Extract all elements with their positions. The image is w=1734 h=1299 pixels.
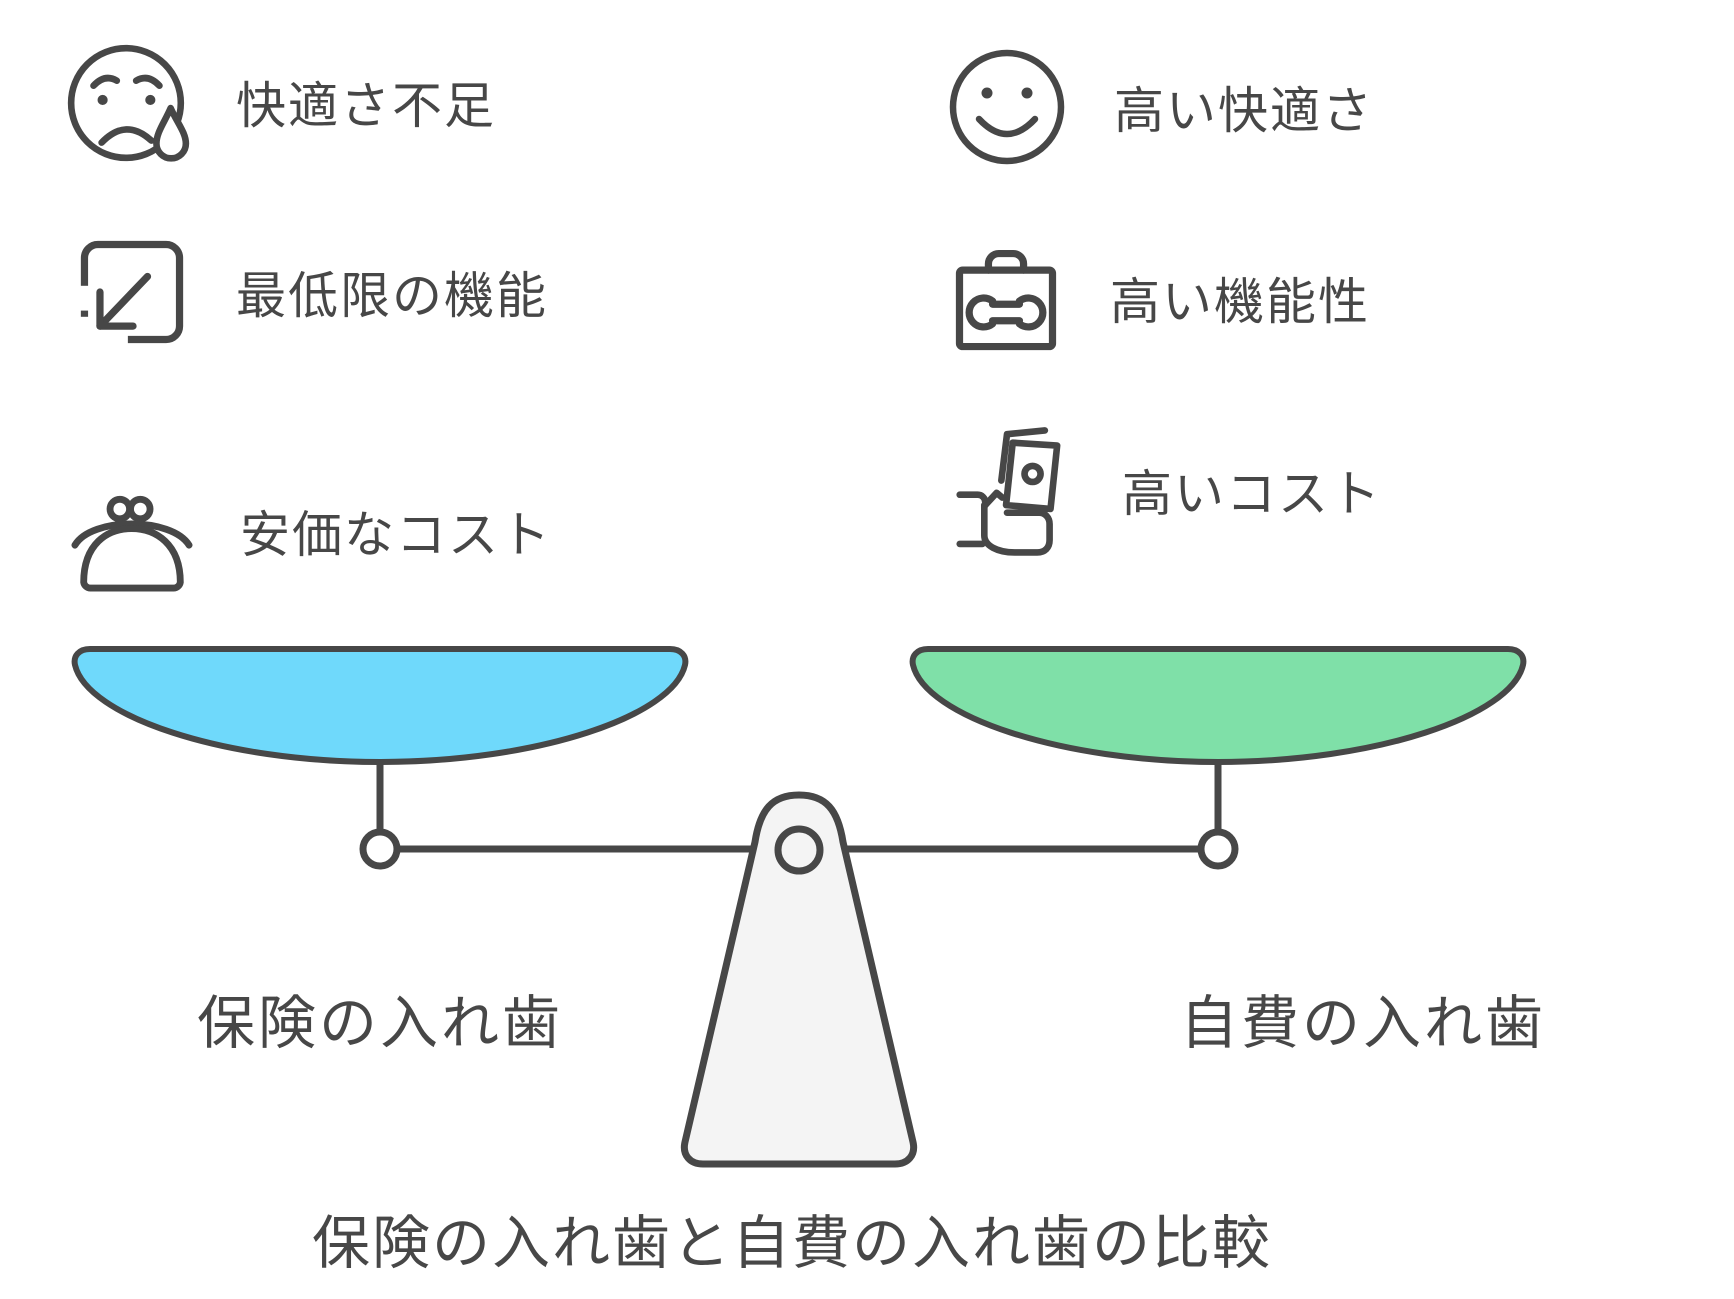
feature-label: 高いコスト [1122, 466, 1382, 522]
money-in-hand-icon [952, 420, 1080, 560]
right-feature-row-comfort: 高い快適さ [942, 42, 1374, 172]
shrink-square-icon [70, 230, 194, 354]
crying-face-icon [62, 36, 194, 168]
left-feature-row-function: 最低限の機能 [70, 230, 548, 354]
left-feature-row-comfort: 快適さ不足 [62, 36, 496, 168]
smiling-face-icon [942, 42, 1072, 172]
left-feature-row-cost: 安価なコスト [66, 470, 552, 592]
fulcrum [680, 791, 918, 1168]
diagram-caption: 保険の入れ歯と自費の入れ歯の比較 [311, 1211, 1273, 1276]
right-feature-row-function: 高い機能性 [944, 236, 1370, 360]
coin-purse-icon [66, 470, 198, 592]
left-scale-pan [71, 646, 689, 766]
left-beam-ring [359, 828, 401, 870]
feature-label: 快適さ不足 [236, 78, 496, 134]
feature-label: 高い快適さ [1114, 83, 1374, 139]
right-pan-label: 自費の入れ歯 [1180, 991, 1547, 1056]
toolbox-wrench-icon [944, 236, 1068, 360]
feature-label: 安価なコスト [240, 507, 552, 563]
right-beam-ring [1197, 828, 1239, 870]
right-feature-row-cost: 高いコスト [952, 420, 1382, 560]
feature-label: 高い機能性 [1110, 274, 1370, 330]
left-pan-label: 保険の入れ歯 [196, 991, 564, 1056]
fulcrum-pivot-hole [774, 825, 824, 875]
feature-label: 最低限の機能 [236, 268, 548, 324]
right-scale-pan [909, 646, 1527, 766]
